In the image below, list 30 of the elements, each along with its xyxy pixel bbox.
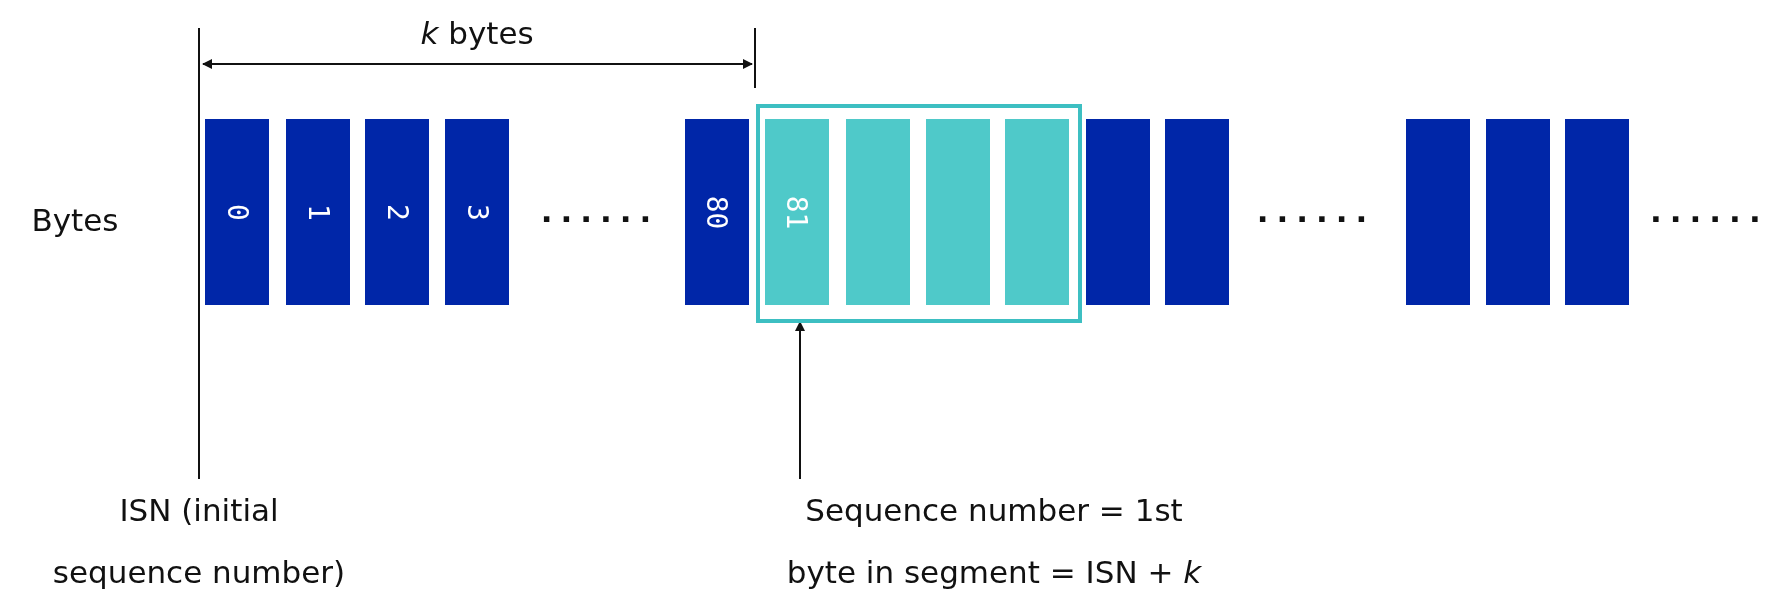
arrow [795, 321, 805, 480]
byte-block [1005, 119, 1069, 305]
byte-block [1406, 119, 1470, 305]
byte-block [445, 119, 509, 305]
byte-block [926, 119, 990, 305]
byte-block [765, 119, 829, 305]
byte-number: 2 [380, 203, 414, 221]
byte-block [205, 119, 269, 305]
row-label: Bytes [30, 201, 120, 240]
byte-block [685, 119, 749, 305]
annotation-text: Sequence number = 1st byte in segment = ISN + k [784, 479, 1204, 597]
marker-line [198, 27, 200, 480]
byte-number: 1 [301, 203, 335, 221]
byte-block [365, 119, 429, 305]
ellipsis: ...... [539, 192, 661, 231]
byte-block [846, 119, 910, 305]
byte-block [1486, 119, 1550, 305]
byte-number: 80 [700, 195, 734, 229]
byte-block [286, 119, 350, 305]
ellipsis: ...... [1255, 192, 1377, 231]
annotation-text: ISN (initial sequence number) [44, 479, 354, 597]
ellipsis: ...... [1650, 192, 1768, 231]
byte-block [1165, 119, 1229, 305]
byte-block [1565, 119, 1629, 305]
dimension-label: k bytes [419, 14, 535, 53]
byte-number: 3 [460, 203, 494, 221]
byte-block [1086, 119, 1150, 305]
byte-number: 81 [780, 195, 814, 229]
segment-frame [756, 104, 1082, 323]
byte-number: 0 [220, 203, 254, 221]
